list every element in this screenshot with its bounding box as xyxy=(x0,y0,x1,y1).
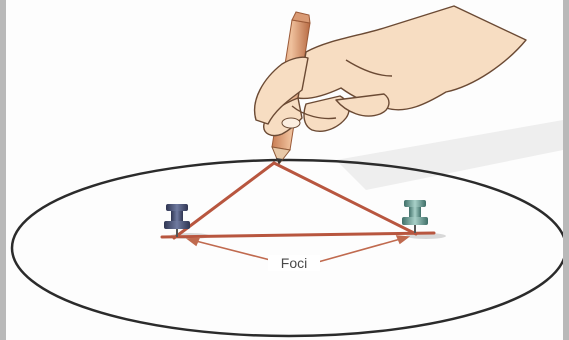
ellipse-outline xyxy=(12,160,563,336)
background-shadow xyxy=(336,120,563,190)
ellipse-drawing-illustration xyxy=(6,0,563,340)
foci-label: Foci xyxy=(268,255,320,271)
left-pushpin-icon xyxy=(164,204,190,237)
thumbnail-detail xyxy=(282,118,300,128)
